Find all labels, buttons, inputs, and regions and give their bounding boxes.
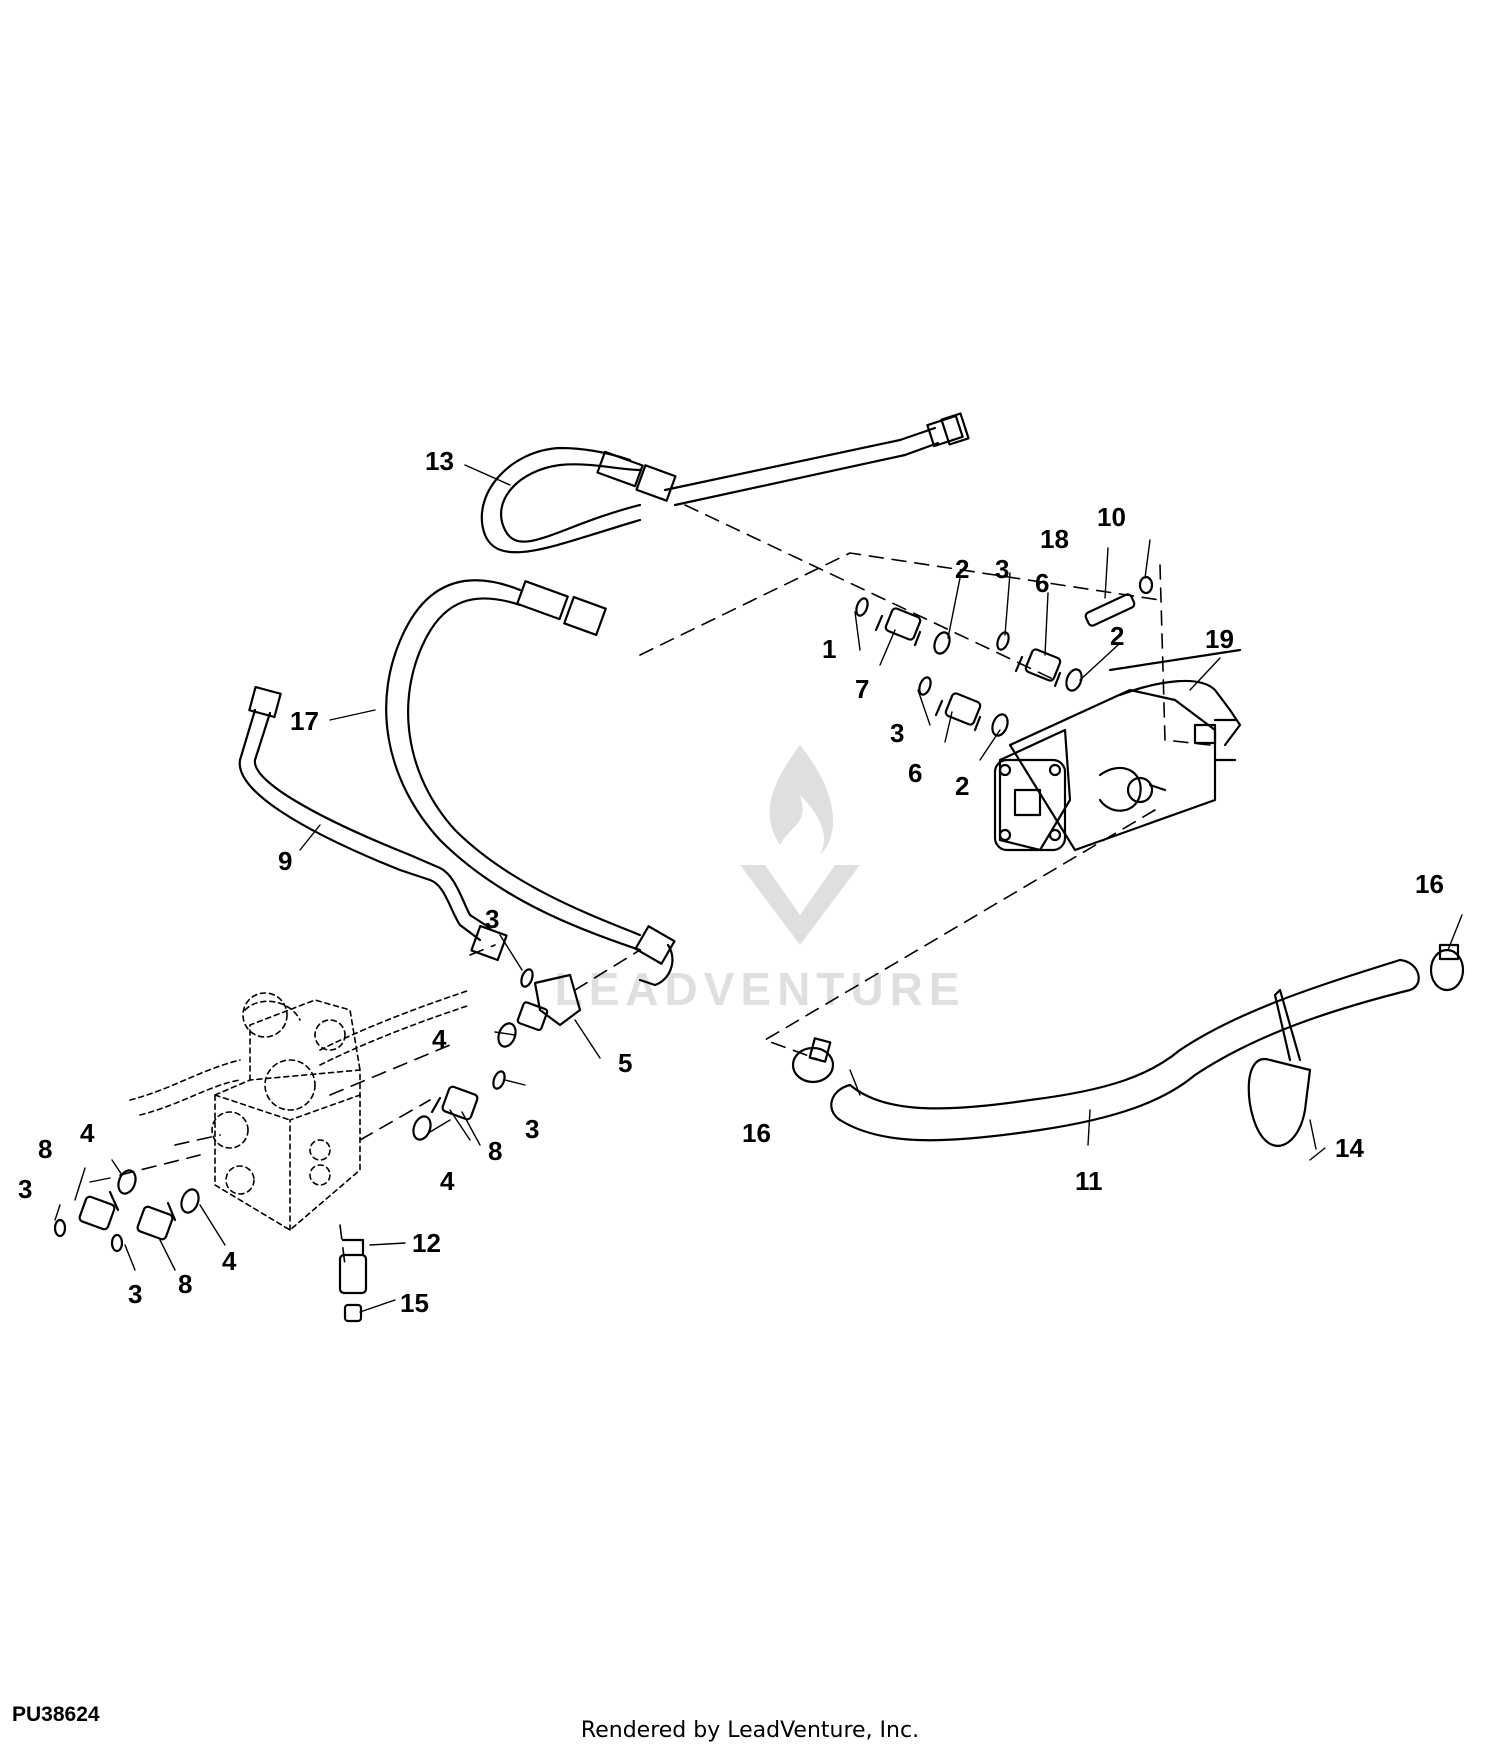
render-credit: Rendered by LeadVenture, Inc.	[580, 1718, 920, 1743]
fitting-8-left-lower	[136, 1201, 177, 1241]
fitting-5	[516, 973, 582, 1032]
callout-8-left-lower: 8	[178, 1269, 192, 1299]
bolt-17	[1084, 593, 1136, 627]
callout-3-left: 3	[18, 1174, 32, 1204]
watermark-text: LEADVENTURE	[554, 963, 966, 1015]
sensor-12	[338, 1238, 368, 1295]
callout-18: 17	[290, 706, 319, 736]
clamp-16-right	[1429, 943, 1465, 992]
callout-1: 1	[822, 634, 836, 664]
callout-17: 18	[1040, 524, 1069, 554]
callout-8-mid: 8	[488, 1136, 502, 1166]
callout-10: 10	[1097, 502, 1126, 532]
callout-7: 7	[855, 674, 869, 704]
callout-3-top: 3	[995, 554, 1009, 584]
fitting-6-lower	[934, 692, 982, 732]
figure-code: PU38624	[12, 1703, 100, 1726]
callout-4-mid: 4	[432, 1024, 447, 1054]
callout-9: 9	[278, 846, 292, 876]
callout-3-mid: 3	[525, 1114, 539, 1144]
callout-19: 19	[1205, 624, 1234, 654]
fitting-6-upper	[1014, 648, 1062, 688]
fitting-8-right	[430, 1085, 479, 1121]
callout-13: 13	[425, 446, 454, 476]
valve-block	[129, 989, 471, 1231]
callout-6-lower: 6	[908, 758, 922, 788]
callout-8-left: 8	[38, 1134, 52, 1164]
callout-leaders	[54, 464, 1463, 1313]
callout-4-lower: 4	[440, 1166, 455, 1196]
bolt-15	[343, 1303, 363, 1323]
fitting-7	[874, 607, 922, 647]
callout-4-left-upper: 4	[80, 1118, 95, 1148]
callout-labels: 13 17 9 3 4 5 3 8 4 1 7 2 3 6 18 10 2 19…	[18, 446, 1444, 1318]
clamp-16-left	[791, 1037, 835, 1084]
callout-16-right: 16	[1415, 869, 1444, 899]
callout-4-left-lower: 4	[222, 1246, 237, 1276]
callout-12: 12	[412, 1228, 441, 1258]
callout-2-top: 2	[955, 554, 969, 584]
callout-3-tube: 3	[485, 904, 499, 934]
tube-9	[238, 685, 508, 962]
cable-tie-14	[1247, 988, 1312, 1147]
callout-2-mid: 2	[1110, 621, 1124, 651]
callout-5: 5	[618, 1048, 632, 1078]
callout-14: 14	[1335, 1133, 1364, 1163]
o-rings	[53, 575, 1154, 1253]
callout-3-left-lower: 3	[128, 1279, 142, 1309]
callout-6-top: 6	[1035, 568, 1049, 598]
hose-18	[385, 579, 676, 987]
leadventure-watermark-logo	[740, 745, 860, 945]
fitting-8-left-upper	[78, 1190, 120, 1231]
hose-13	[480, 412, 970, 554]
callout-16-left: 16	[742, 1118, 771, 1148]
callout-2-lower: 2	[955, 771, 969, 801]
hose-11	[830, 958, 1420, 1142]
callout-15: 15	[400, 1288, 429, 1318]
hydraulic-pump-19	[993, 648, 1242, 852]
callout-3-pump: 3	[890, 718, 904, 748]
callout-11: 11	[1075, 1166, 1103, 1196]
